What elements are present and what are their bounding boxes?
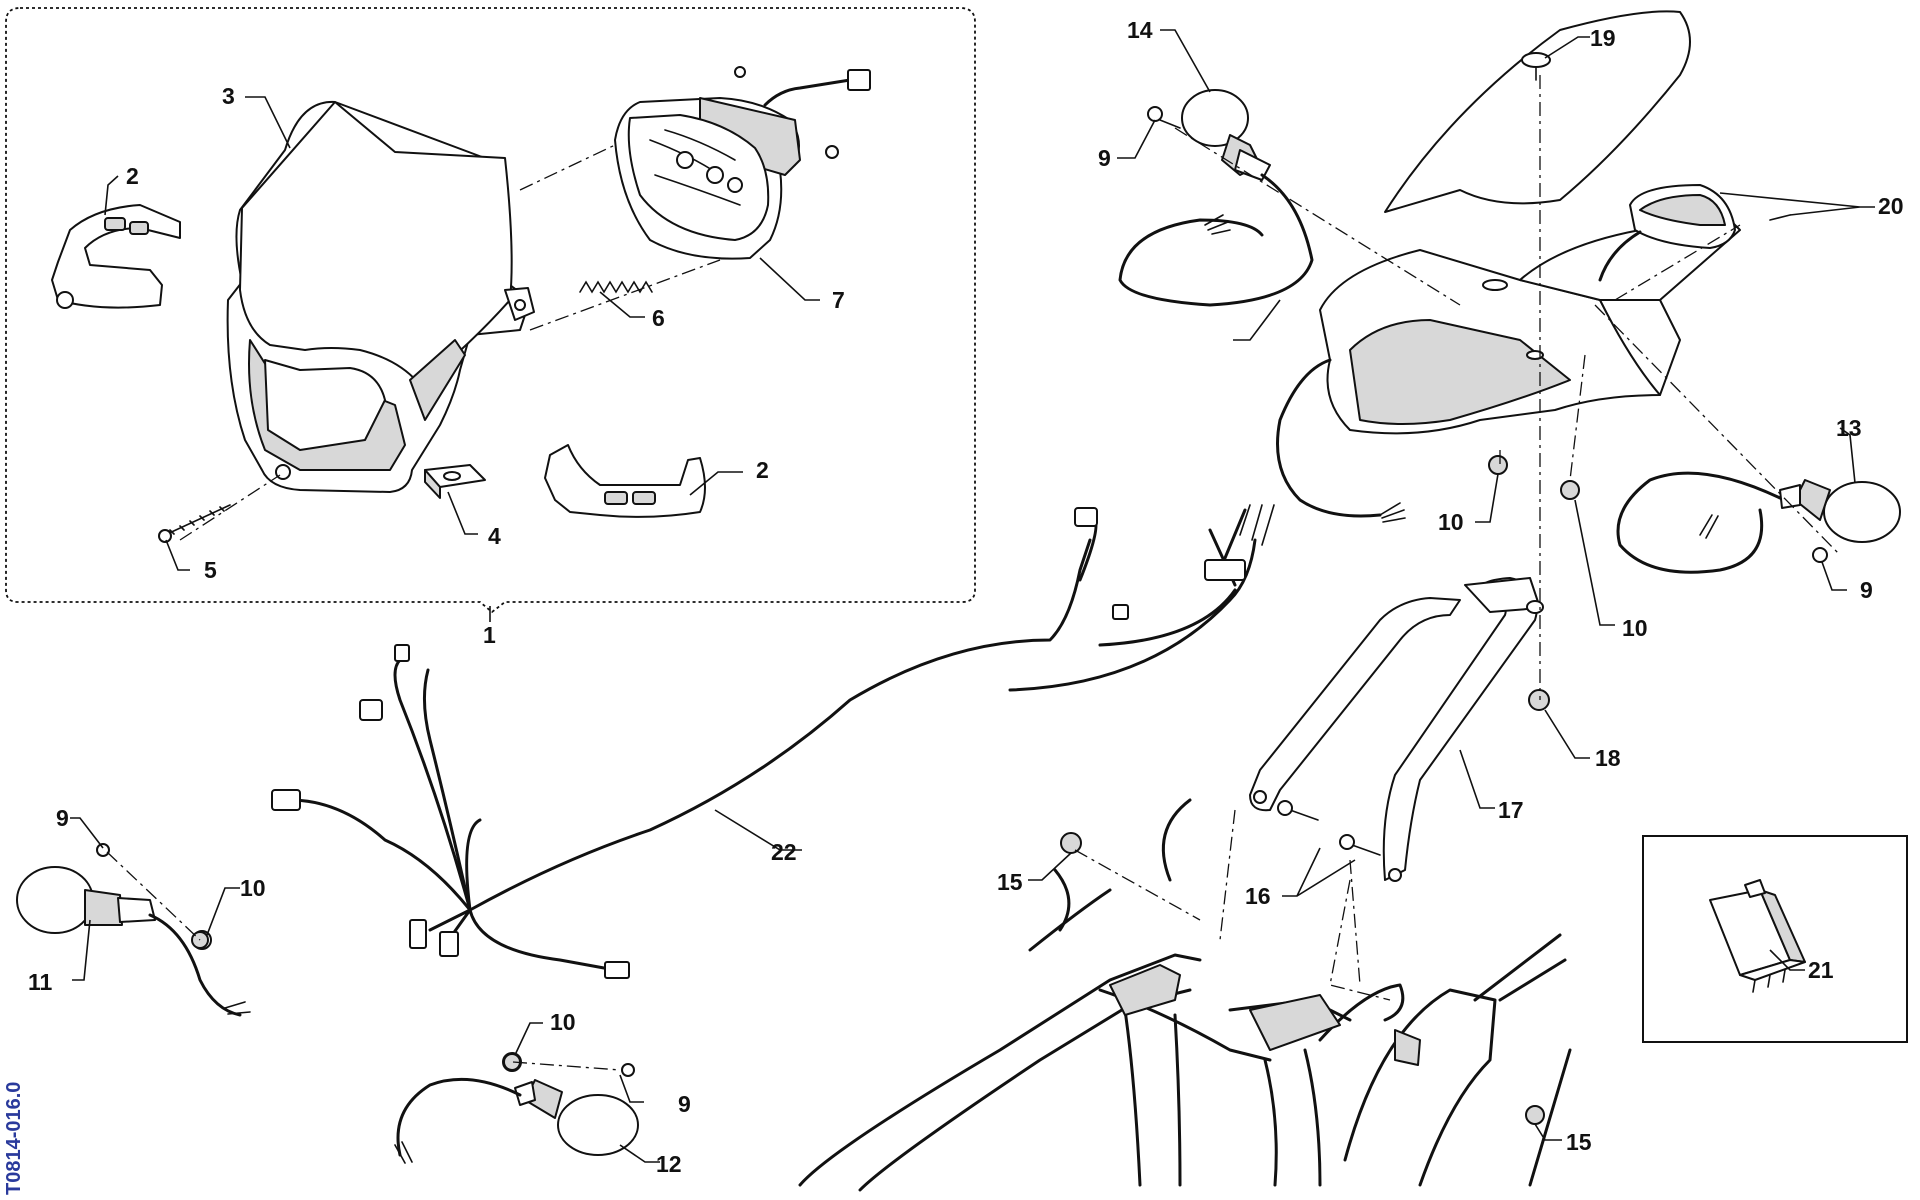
rear-lamp bbox=[1598, 184, 1791, 282]
indicator-12 bbox=[394, 1052, 639, 1164]
fastener-nuts bbox=[191, 455, 1580, 1125]
callout-labels: 1 2 2 3 4 5 6 7 9 9 9 9 10 10 10 10 11 1… bbox=[28, 17, 1904, 1177]
callout-13: 13 bbox=[1836, 415, 1862, 441]
indicator-13 bbox=[1616, 471, 1901, 574]
callout-2-right: 2 bbox=[756, 457, 769, 483]
callout-16: 16 bbox=[1245, 883, 1271, 909]
clamp-right bbox=[544, 444, 706, 518]
callout-15-right: 15 bbox=[1566, 1129, 1592, 1155]
assembly-lines bbox=[106, 75, 1841, 1071]
callout-4: 4 bbox=[488, 523, 501, 549]
callout-20: 20 bbox=[1878, 193, 1904, 219]
callout-15-left: 15 bbox=[997, 869, 1023, 895]
callout-21: 21 bbox=[1808, 957, 1834, 983]
long-screw bbox=[158, 504, 231, 543]
clamp-left bbox=[51, 204, 181, 309]
callout-12: 12 bbox=[656, 1151, 682, 1177]
callout-19: 19 bbox=[1590, 25, 1616, 51]
callout-6: 6 bbox=[652, 305, 665, 331]
callout-9-left: 9 bbox=[56, 805, 69, 831]
grab-rail bbox=[1249, 577, 1544, 882]
leader-lines bbox=[70, 29, 1875, 1163]
rear-fender bbox=[1276, 10, 1741, 523]
screw-19 bbox=[1521, 52, 1551, 81]
headlight-assembly-group bbox=[5, 7, 976, 614]
callout-10-center: 10 bbox=[1438, 509, 1464, 535]
wiring-harness bbox=[271, 504, 1275, 979]
headlight-mask bbox=[226, 100, 535, 493]
group-1-dotted-border bbox=[5, 7, 976, 614]
rear-subframe bbox=[798, 798, 1572, 1192]
callout-9-top: 9 bbox=[1098, 145, 1111, 171]
callout-9-right: 9 bbox=[1860, 577, 1873, 603]
callout-7: 7 bbox=[832, 287, 845, 313]
indicator-14 bbox=[1118, 89, 1314, 307]
spacer bbox=[424, 464, 486, 499]
callout-5: 5 bbox=[204, 557, 217, 583]
callout-10-left: 10 bbox=[240, 875, 266, 901]
spring bbox=[579, 280, 653, 294]
headlight-unit bbox=[614, 66, 871, 260]
callout-3: 3 bbox=[222, 83, 235, 109]
callout-11: 11 bbox=[28, 969, 53, 995]
callout-22: 22 bbox=[771, 839, 797, 865]
callout-9-bottom: 9 bbox=[678, 1091, 691, 1117]
indicator-11 bbox=[16, 843, 251, 1017]
callout-18: 18 bbox=[1595, 745, 1621, 771]
callout-17: 17 bbox=[1498, 797, 1524, 823]
callout-10-right: 10 bbox=[1622, 615, 1648, 641]
callout-2-left: 2 bbox=[126, 163, 139, 189]
flasher-relay-box bbox=[1642, 835, 1908, 1043]
callout-10-bottom: 10 bbox=[550, 1009, 576, 1035]
callout-14: 14 bbox=[1127, 17, 1153, 43]
callout-1: 1 bbox=[483, 622, 496, 648]
reference-code: T0814-016.0 bbox=[3, 1082, 25, 1195]
